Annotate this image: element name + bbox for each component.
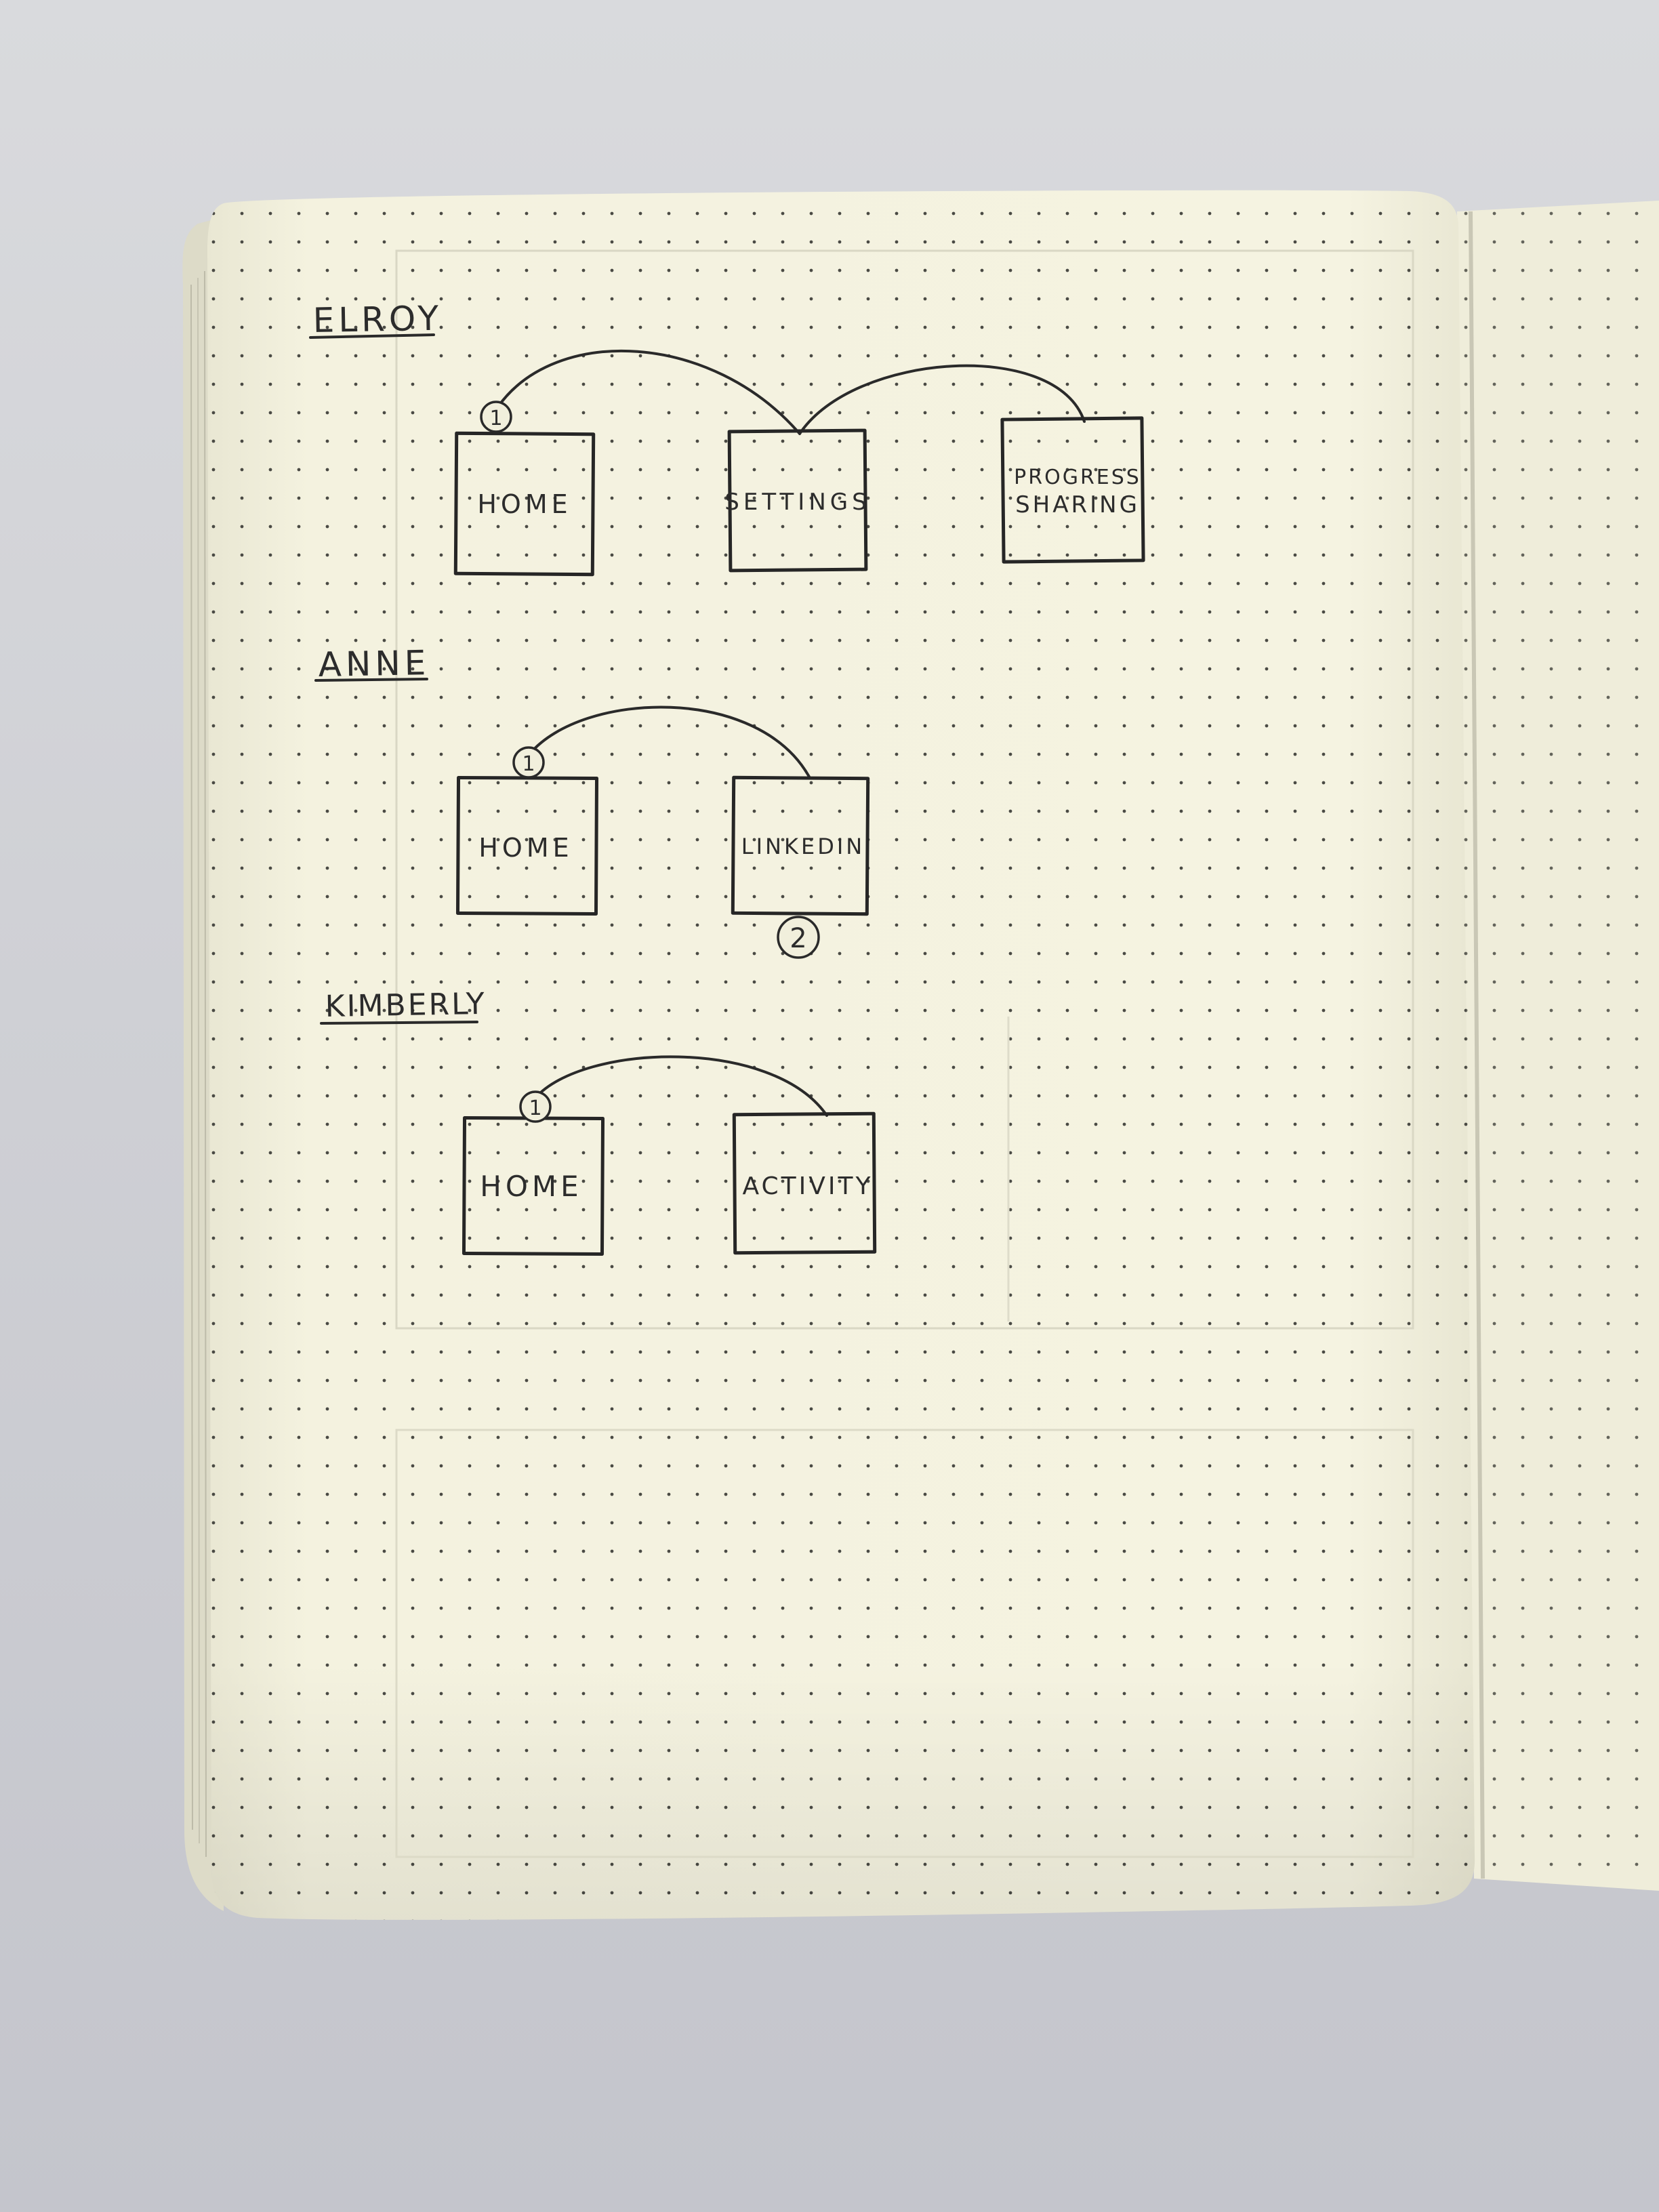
step-marker-number: 2	[790, 923, 806, 954]
step-marker: 1	[512, 746, 545, 779]
section-heading: ELROY	[312, 299, 443, 340]
screen-label: SETTINGS	[724, 489, 870, 516]
screen-label: ACTIVITY	[743, 1172, 874, 1200]
screen-label: LINKEDIN	[741, 834, 865, 859]
step-marker-number: 1	[522, 752, 535, 776]
step-marker: 1	[519, 1090, 552, 1123]
screen-label: HOME	[480, 1170, 582, 1203]
screen-label: HOME	[477, 489, 571, 519]
screen-box-home: HOME	[462, 1115, 605, 1256]
screen-label-line-1: PROGRESS	[1014, 466, 1141, 489]
screen-label-line-2: SHARING	[1015, 491, 1140, 518]
screen-box-settings: SETTINGS	[724, 428, 870, 573]
step-marker: 1	[480, 401, 512, 433]
flow-arrow	[529, 705, 811, 779]
screen-box-linkedin: LINKEDIN	[731, 775, 870, 916]
screen-box-activity: ACTIVITY	[732, 1111, 877, 1255]
section-heading: KIMBERLY	[325, 987, 487, 1024]
heading-underline	[309, 333, 435, 339]
flow-arrow	[534, 1055, 828, 1117]
heading-underline	[320, 1021, 478, 1025]
step-marker-number: 1	[529, 1097, 541, 1120]
flow-arrow	[798, 364, 1086, 435]
section-kimberly: KIMBERLY HOME 1 ACTIVITY	[320, 987, 877, 1256]
left-page	[207, 190, 1475, 1920]
section-heading: ANNE	[318, 643, 430, 684]
flow-arrow	[497, 349, 801, 435]
screen-box-home: HOME	[453, 431, 596, 577]
step-marker-number: 1	[489, 407, 502, 430]
screen-box-progress-sharing: PROGRESS SHARING	[1000, 416, 1145, 564]
right-page	[1457, 201, 1659, 1891]
screen-label: HOME	[478, 833, 573, 863]
section-elroy: ELROY HOME 1 SETTINGS PROGRESS SHARING	[309, 299, 1145, 577]
section-anne: ANNE HOME 1 LINKEDIN 2	[314, 643, 870, 959]
step-marker: 2	[777, 916, 820, 959]
heading-underline	[314, 678, 428, 682]
